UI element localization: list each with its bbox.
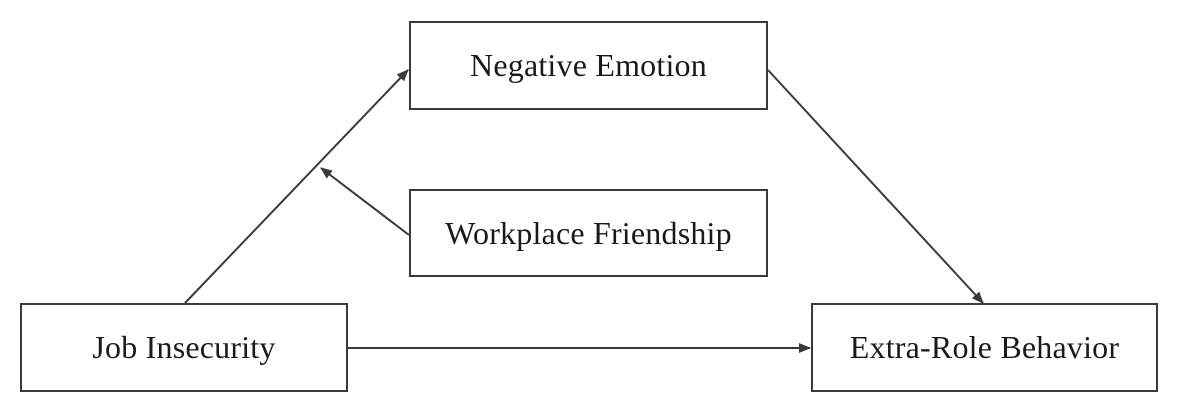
node-label-negative-emotion: Negative Emotion: [470, 47, 707, 83]
node-workplace-friendship: Workplace Friendship: [409, 189, 768, 277]
node-label-workplace-friendship: Workplace Friendship: [445, 214, 732, 251]
node-extra-role-behavior: Extra-Role Behavior: [811, 303, 1158, 392]
arrow-negative-emotion-to-extra-role-behavior: [767, 69, 984, 304]
arrow-job-insecurity-to-negative-emotion: [184, 69, 409, 304]
node-label-extra-role-behavior: Extra-Role Behavior: [849, 329, 1120, 365]
node-job-insecurity: Job Insecurity: [20, 303, 348, 392]
node-label-job-insecurity: Job Insecurity: [92, 329, 276, 365]
arrow-workplace-friendship-moderation: [320, 167, 410, 236]
node-negative-emotion: Negative Emotion: [409, 21, 768, 110]
